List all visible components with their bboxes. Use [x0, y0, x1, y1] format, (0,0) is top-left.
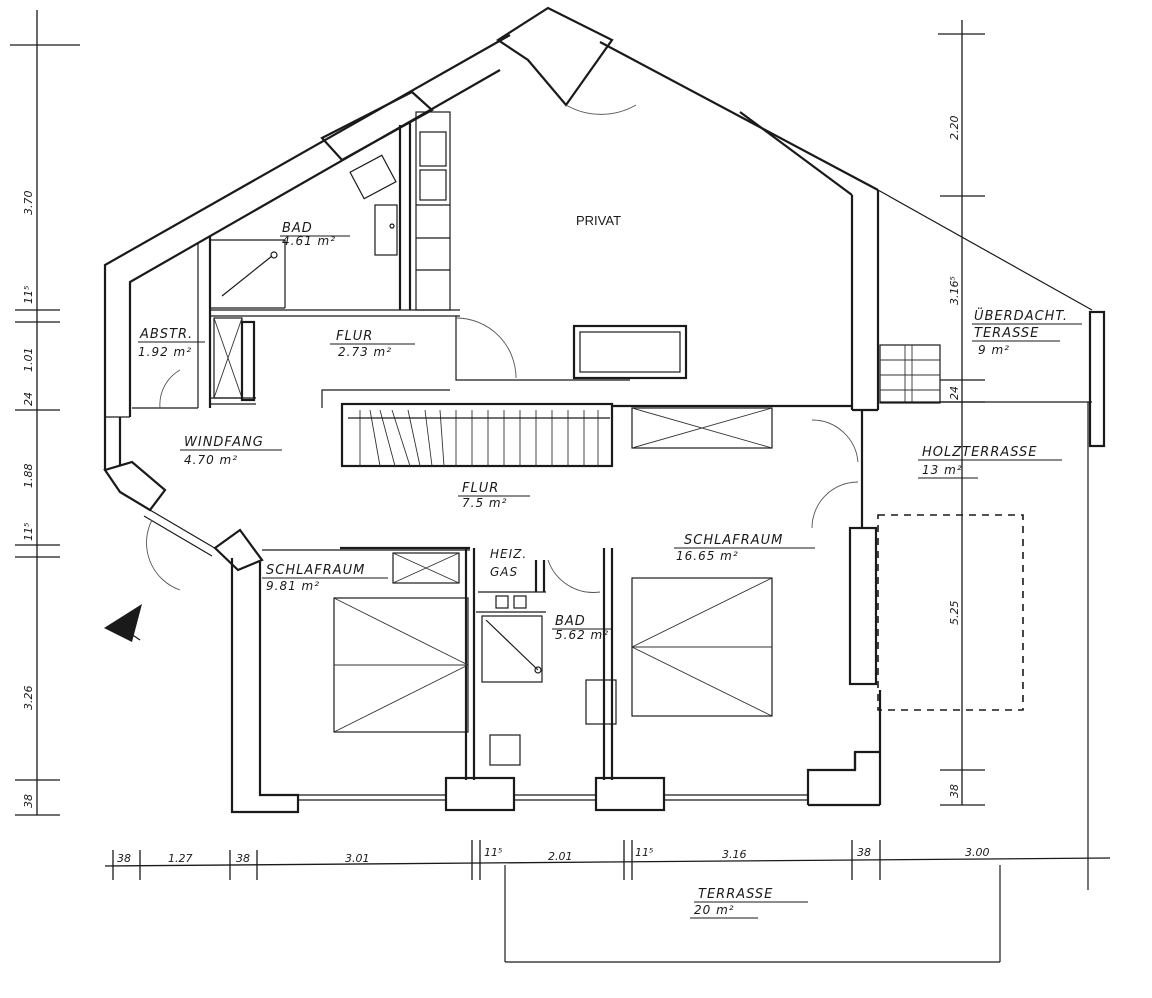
- outer-walls: [103, 6, 882, 814]
- area-bad-mid: 5.62 m²: [555, 628, 609, 642]
- label-abstr: ABSTR.: [139, 327, 193, 342]
- area-terrasse: 20 m²: [694, 903, 735, 917]
- dim-bottom-8: 3.16: [722, 848, 747, 861]
- label-bad-mid: BAD: [555, 614, 586, 629]
- dim-bottom-3: 38: [236, 852, 250, 865]
- label-heiz: HEIZ.: [490, 547, 527, 561]
- area-flur-top: 2.73 m²: [338, 345, 392, 359]
- terraces: [504, 189, 1106, 963]
- label-schlafraum-right: SCHLAFRAUM: [684, 533, 783, 548]
- label-heiz-gas: GAS: [490, 565, 518, 579]
- dim-left-2: 11⁵: [22, 286, 35, 304]
- label-privat: PRIVAT: [576, 213, 621, 228]
- north-arrow-icon: [104, 604, 142, 642]
- label-flur-mid: FLUR: [462, 481, 499, 496]
- label-bad-top: BAD: [282, 221, 313, 236]
- dim-left-7: 3.26: [22, 686, 35, 711]
- staircase-steps: [348, 409, 610, 467]
- dim-right-3: 24: [948, 386, 961, 400]
- dim-bottom-6: 2.01: [548, 850, 573, 863]
- dim-left-8: 38: [22, 794, 35, 808]
- dim-bottom-4: 3.01: [345, 852, 370, 865]
- area-holzterrasse: 13 m²: [922, 463, 963, 477]
- label-windfang: WINDFANG: [184, 435, 264, 450]
- label-terrasse: TERRASSE: [698, 887, 773, 902]
- area-bad-top: 4.61 m²: [282, 234, 336, 248]
- dimension-lines: [10, 10, 1111, 880]
- dim-left-3: 1.01: [22, 348, 35, 373]
- dimension-texts-bottom: 38 1.27 38 3.01 11⁵ 2.01 11⁵ 3.16 38 3.0…: [117, 846, 990, 865]
- label-holzterrasse: HOLZTERRASSE: [922, 445, 1038, 460]
- label-terasse: TERASSE: [974, 326, 1039, 341]
- dim-right-4: 5.25: [948, 601, 961, 626]
- area-windfang: 4.70 m²: [184, 453, 238, 467]
- dim-right-2: 3.16⁵: [948, 276, 961, 305]
- area-abstr: 1.92 m²: [138, 345, 192, 359]
- area-schlafraum-right: 16.65 m²: [676, 549, 739, 563]
- area-flur-mid: 7.5 m²: [462, 496, 507, 510]
- dim-bottom-2: 1.27: [168, 852, 193, 865]
- dimension-texts-right: 2.20 3.16⁵ 24 5.25 38: [948, 116, 961, 799]
- dim-bottom-5: 11⁵: [484, 846, 502, 859]
- dim-bottom-9: 38: [857, 846, 871, 859]
- dimension-texts-left: 3.70 11⁵ 1.01 24 1.88 11⁵ 3.26 38: [22, 191, 35, 809]
- interior-walls: [132, 90, 941, 780]
- dim-left-1: 3.70: [22, 191, 35, 216]
- dim-right-1: 2.20: [948, 116, 961, 141]
- dim-left-4: 24: [22, 392, 35, 406]
- label-schlafraum-left: SCHLAFRAUM: [266, 563, 365, 578]
- label-flur-top: FLUR: [336, 329, 373, 344]
- label-ueberdacht: ÜBERDACHT.: [974, 307, 1068, 324]
- dim-bottom-10: 3.00: [965, 846, 990, 859]
- dim-right-5: 38: [948, 784, 961, 798]
- dim-bottom-7: 11⁵: [635, 846, 653, 859]
- area-ueberdacht: 9 m²: [978, 343, 1010, 357]
- dim-bottom-1: 38: [117, 852, 131, 865]
- dim-left-5: 1.88: [22, 464, 35, 489]
- area-schlafraum-left: 9.81 m²: [266, 579, 320, 593]
- door-swings: [146, 104, 859, 593]
- room-labels: PRIVAT BAD 4.61 m² ABSTR. 1.92 m² FLUR 2…: [138, 213, 1082, 919]
- dim-left-6: 11⁵: [22, 523, 35, 541]
